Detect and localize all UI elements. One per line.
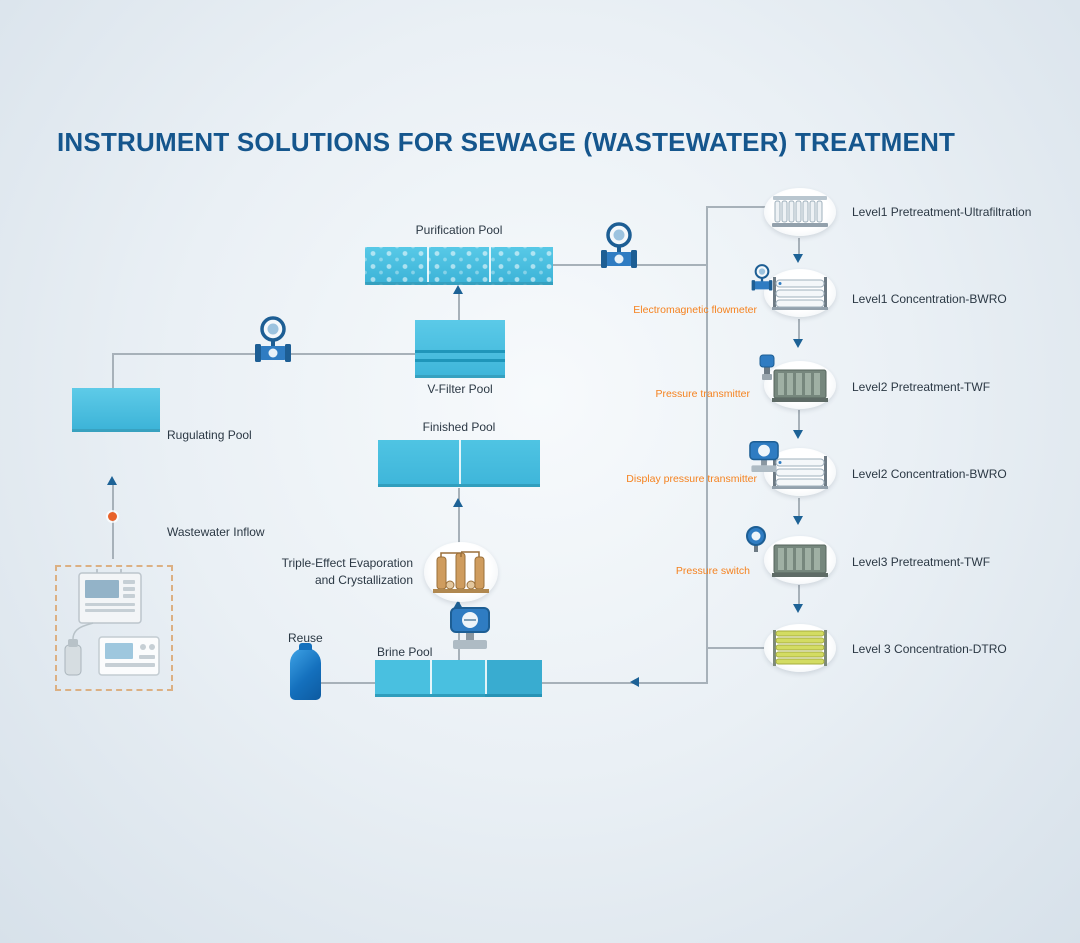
flow-arrow-stage5 [793,516,803,525]
stage-equipment-ultrafiltration [764,188,836,236]
evaporation-label-line2: and Crystallization [314,573,413,587]
flow-arrow-to-evaporation [453,600,463,609]
pool-label-brine: Brine Pool [377,645,433,659]
pool-divider [430,660,433,694]
finished-pool [378,440,540,487]
ultrafiltration-skid-icon [772,196,828,227]
page-title: INSTRUMENT SOLUTIONS FOR SEWAGE (WASTEWA… [57,127,956,157]
pipe-vfilter-to-purification [458,294,460,320]
pipe-rugulating-riser [112,353,114,390]
pipe-stage3-to-stage4 [798,410,800,432]
stage-label: Level3 Pretreatment-TWF [852,555,991,569]
rugulating-pool [72,388,160,432]
bwro-skid-icon [772,277,828,310]
purification-pool [365,247,553,285]
pipe-stage2-to-stage3 [798,319,800,341]
flow-arrow-to-finished [453,498,463,507]
flow-arrow-stage4 [793,430,803,439]
display-pressure-transmitter-icon [447,606,493,654]
inflow-marker-dot [108,512,117,521]
flow-arrow-inflow-up [107,476,117,485]
pipe-brine-return [542,682,708,684]
pressure-switch-icon [744,526,768,558]
pool-divider [489,247,492,282]
reuse-tank-icon [290,643,321,700]
instrument-type-label: Display pressure transmitter [626,473,757,485]
v-filter-pool [415,320,505,378]
pool-divider [485,660,488,694]
dtro-module-icon [773,630,827,666]
flow-arrow-stage6 [793,604,803,613]
pipe-reuse-link [320,682,375,684]
pipe-main-riser [706,207,708,684]
pool-label-purification: Purification Pool [415,223,503,237]
pipe-dtro-branch [706,647,768,649]
wall-flowmeter-icon [64,569,160,676]
water-level-line [415,350,505,353]
stage-equipment-dtro [764,624,836,672]
instrument-type-label: Pressure switch [675,565,750,577]
stage-equipment-twf-2 [764,536,836,584]
stage-label: Level 3 Concentration-DTRO [852,642,1007,656]
flow-arrow-to-purification [453,285,463,294]
wastewater-inflow-label: Wastewater Inflow [167,525,265,539]
pipe-wastewater-inflow [112,483,114,559]
evaporation-unit-icon [433,551,489,593]
pressure-transmitter-icon [757,354,777,382]
reuse-label: Reuse [288,631,323,645]
pool-label-v-filter: V-Filter Pool [427,382,493,396]
pool-divider [427,247,430,282]
display-pressure-transmitter-icon [747,440,781,476]
water-level-line [415,359,505,362]
electromagnetic-flowmeter-icon [751,264,773,294]
pipe-evap-to-finished [458,488,460,545]
instrument-type-label: Electromagnetic flowmeter [633,304,757,316]
brine-pool [375,660,542,697]
evaporation-unit [424,542,498,602]
stage-equipment-twf-1 [764,361,836,409]
flow-arrow-to-brine [630,677,639,687]
twf-skid-icon [772,369,828,402]
flow-arrow-stage3 [793,339,803,348]
pool-label-rugulating: Rugulating Pool [167,428,252,442]
evaporation-label: Triple-Effect Evaporation and Crystalliz… [280,555,413,589]
pipe-stage5-to-stage6 [798,585,800,606]
evaporation-label-line1: Triple-Effect Evaporation [281,556,413,570]
pool-divider [459,440,461,484]
pool-label-finished: Finished Pool [422,420,496,434]
pipe-riser-to-ultrafiltration [706,206,774,208]
stage-label: Level2 Pretreatment-TWF [852,380,991,394]
stage-label: Level2 Concentration-BWRO [852,467,1007,481]
stage-label: Level1 Pretreatment-Ultrafiltration [852,205,1032,219]
electromagnetic-flowmeter-icon [254,316,292,368]
stage-label: Level1 Concentration-BWRO [852,292,1007,306]
twf-skid-icon [772,544,828,577]
flow-arrow-stage2 [793,254,803,263]
electromagnetic-flowmeter-icon [600,222,638,274]
instrument-type-label: Pressure transmitter [655,388,750,400]
stage-equipment-bwro-1 [764,269,836,317]
flowmeter-instrument-box [55,565,173,691]
pipe-stage4-to-stage5 [798,498,800,518]
pipe-stage1-to-stage2 [798,238,800,256]
